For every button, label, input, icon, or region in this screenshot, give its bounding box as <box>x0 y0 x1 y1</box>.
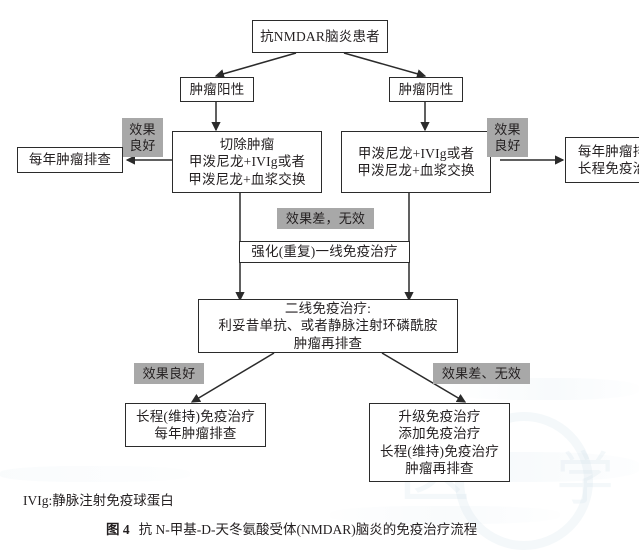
edge-label-poor-bottom-line: 效果差、无效 <box>441 365 522 381</box>
node-first-line-right-line-2: 甲泼尼龙+血浆交换 <box>357 163 475 178</box>
edge-label-good-right-line-1: 效果 <box>494 121 521 137</box>
node-first-line-right: 甲泼尼龙+IVIg或者 甲泼尼龙+血浆交换 <box>341 131 491 193</box>
edge-label-good-right-line-2: 良好 <box>494 137 521 153</box>
node-tumor-positive-line: 肿瘤阳性 <box>189 81 245 97</box>
node-escalate-line-4: 肿瘤再排查 <box>405 460 474 476</box>
node-long-term-maintain-line-1: 长程(维持)免疫治疗 <box>136 408 255 424</box>
node-second-line: 二线免疫治疗: 利妥昔单抗、或者静脉注射环磷酰胺 肿瘤再排查 <box>198 299 458 353</box>
edge-label-poor-mid-line: 效果差，无效 <box>285 210 366 226</box>
node-escalate-line-3: 长程(维持)免疫治疗 <box>380 443 499 459</box>
node-annual-screen-left-line: 每年肿瘤排查 <box>28 152 112 168</box>
figure-number: 图 4 <box>106 522 130 537</box>
node-annual-screen-right-line-2: 长程免疫治疗 <box>577 161 639 176</box>
edge-label-poor-mid: 效果差，无效 <box>277 208 374 229</box>
edge-label-good-right: 效果 良好 <box>487 118 528 157</box>
node-escalate-line-2: 添加免疫治疗 <box>398 426 481 442</box>
watermark-artifact <box>0 466 190 482</box>
node-first-line-left-line-1: 切除肿瘤 <box>219 137 275 153</box>
node-tumor-positive: 肿瘤阳性 <box>180 77 254 102</box>
node-annual-screen-right-line-1: 每年肿瘤排查 <box>577 143 639 159</box>
edge-label-good-bottom-line: 效果良好 <box>142 365 196 381</box>
edge-label-poor-bottom: 效果差、无效 <box>433 363 530 384</box>
node-first-line-left-line-3: 甲泼尼龙+血浆交换 <box>188 171 306 187</box>
node-repeat-first-line-line: 强化(重复)一线免疫治疗 <box>251 244 398 260</box>
node-tumor-negative: 肿瘤阴性 <box>389 77 463 102</box>
node-root-line: 抗NMDAR脑炎患者 <box>260 28 380 44</box>
node-second-line-line-1: 二线免疫治疗: <box>284 301 372 317</box>
abbreviation-legend: IVIg:静脉注射免疫球蛋白 <box>23 493 174 508</box>
node-escalate-line-1: 升级免疫治疗 <box>398 408 481 424</box>
node-second-line-line-3: 肿瘤再排查 <box>293 335 363 351</box>
figure-caption: 图 4 抗 N-甲基-D-天冬氨酸受体(NMDAR)脑炎的免疫治疗流程 <box>106 518 477 538</box>
edge-label-good-bottom: 效果良好 <box>134 363 204 384</box>
node-root: 抗NMDAR脑炎患者 <box>252 20 388 53</box>
node-tumor-negative-line: 肿瘤阴性 <box>398 81 454 97</box>
node-first-line-left: 切除肿瘤 甲泼尼龙+IVIg或者 甲泼尼龙+血浆交换 <box>172 131 322 193</box>
watermark-glyph: 学 <box>556 447 615 512</box>
edge-label-good-left-line-2: 良好 <box>129 137 156 153</box>
edge-label-good-left-line-1: 效果 <box>129 121 156 137</box>
node-escalate: 升级免疫治疗 添加免疫治疗 长程(维持)免疫治疗 肿瘤再排查 <box>369 403 510 482</box>
node-repeat-first-line: 强化(重复)一线免疫治疗 <box>239 241 410 263</box>
edge-label-good-left: 效果 良好 <box>122 118 163 157</box>
node-second-line-line-2: 利妥昔单抗、或者静脉注射环磷酰胺 <box>218 318 438 334</box>
figure-caption-text: 抗 N-甲基-D-天冬氨酸受体(NMDAR)脑炎的免疫治疗流程 <box>138 522 478 537</box>
node-annual-screen-right: 每年肿瘤排查 长程免疫治疗 <box>565 137 639 183</box>
node-annual-screen-left: 每年肿瘤排查 <box>17 147 123 173</box>
node-long-term-maintain-line-2: 每年肿瘤排查 <box>154 426 237 441</box>
node-long-term-maintain: 长程(维持)免疫治疗 每年肿瘤排查 <box>125 403 266 447</box>
node-first-line-right-line-1: 甲泼尼龙+IVIg或者 <box>357 145 475 161</box>
node-first-line-left-line-2: 甲泼尼龙+IVIg或者 <box>188 154 306 170</box>
